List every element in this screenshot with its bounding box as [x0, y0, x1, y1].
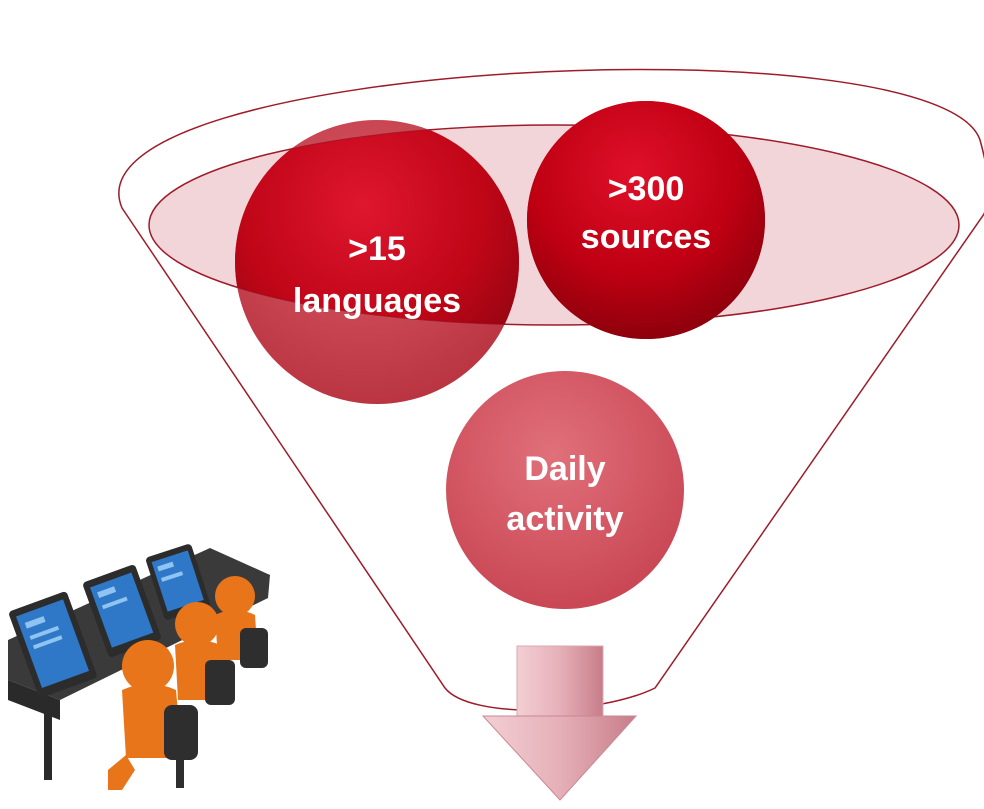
bubble-languages-line1: >15	[348, 230, 406, 268]
bubble-languages-top	[235, 125, 519, 325]
bubble-languages-line2: languages	[293, 282, 461, 320]
bubble-activity-line1: Daily	[524, 450, 605, 488]
down-arrow-icon	[481, 645, 638, 801]
bubble-sources-line2: sources	[581, 218, 711, 256]
operators-at-monitors-icon	[8, 544, 270, 790]
bubble-activity-line2: activity	[506, 500, 623, 538]
bubble-sources-line1: >300	[608, 170, 685, 208]
bubble-daily-activity: Daily activity	[446, 371, 684, 609]
